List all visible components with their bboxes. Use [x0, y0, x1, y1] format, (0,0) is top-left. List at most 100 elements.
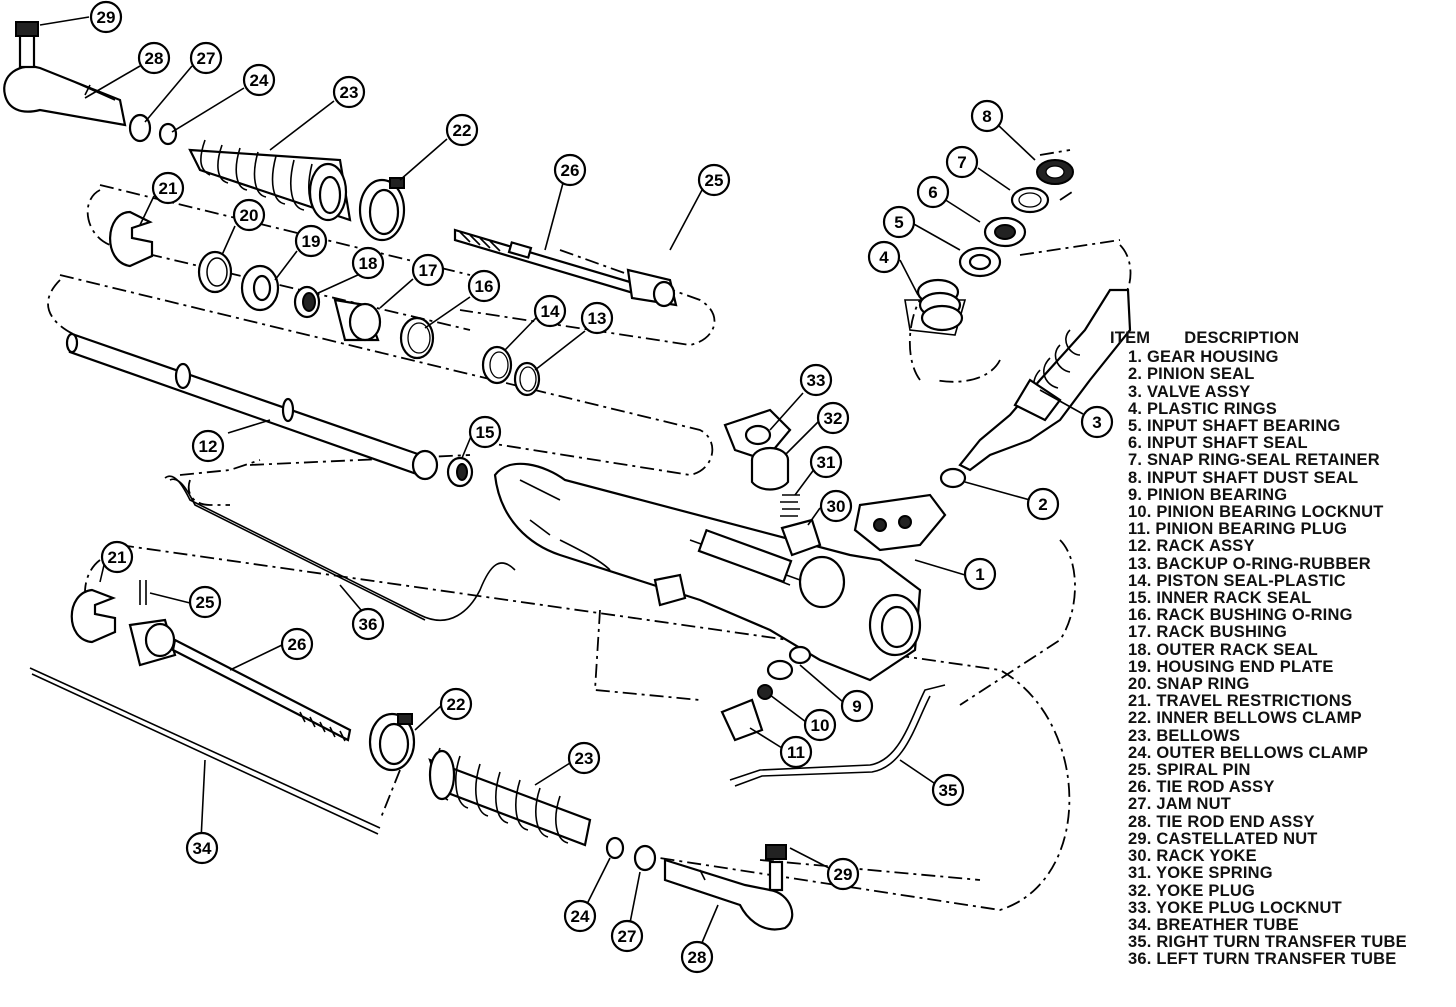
callout-18: 18	[351, 246, 385, 280]
callout-number: 23	[340, 83, 359, 102]
legend-item: 35. RIGHT TURN TRANSFER TUBE	[1128, 933, 1407, 952]
callout-number: 8	[982, 107, 991, 126]
callout-26: 26	[280, 627, 314, 661]
callout-number: 14	[541, 302, 560, 321]
callout-number: 24	[250, 71, 269, 90]
legend-item: 29. CASTELLATED NUT	[1128, 829, 1318, 848]
callout-circle	[351, 607, 385, 641]
callout-number: 31	[817, 453, 836, 472]
jam-nut-upper	[128, 113, 178, 146]
callout-number: 2	[1038, 495, 1047, 514]
callout-number: 25	[196, 593, 215, 612]
callout-number: 21	[108, 548, 127, 567]
callout-circle	[697, 163, 731, 197]
callout-2: 2	[1026, 487, 1060, 521]
callout-number: 35	[939, 781, 958, 800]
valve-assy	[958, 288, 1132, 472]
legend-header: ITEM DESCRIPTION	[1110, 329, 1450, 347]
snap-ring-seal-retainer	[1010, 186, 1050, 214]
callout-10: 10	[803, 708, 837, 742]
callout-24: 24	[563, 899, 597, 933]
callout-circle	[963, 557, 997, 591]
callout-circle	[242, 63, 276, 97]
spiral-pin-lower	[139, 580, 147, 605]
callout-14: 14	[533, 294, 567, 328]
callout-number: 26	[561, 161, 580, 180]
callout-35: 35	[931, 773, 965, 807]
callout-number: 10	[811, 716, 830, 735]
rack-bushing-o-ring	[399, 316, 435, 360]
callout-circle	[809, 445, 843, 479]
callout-number: 33	[807, 371, 826, 390]
legend-item: 10. PINION BEARING LOCKNUT	[1128, 503, 1384, 522]
bellows-upper	[188, 139, 352, 222]
callout-circle	[232, 198, 266, 232]
callout-circle	[188, 585, 222, 619]
callout-circle	[445, 113, 479, 147]
rack-bushing	[333, 298, 382, 342]
leader-lines	[39, 16, 1084, 946]
callout-number: 22	[453, 121, 472, 140]
legend-item: 16. RACK BUSHING O-RING	[1128, 606, 1353, 625]
legend-item: 32. YOKE PLUG	[1128, 881, 1256, 900]
callout-29: 29	[89, 0, 123, 34]
gear-housing	[493, 462, 947, 682]
callout-number: 15	[476, 423, 495, 442]
callout-22: 22	[445, 113, 479, 147]
callout-circle	[826, 857, 860, 891]
callout-23: 23	[567, 741, 601, 775]
snap-ring-upper	[197, 250, 233, 294]
callout-circle	[185, 831, 219, 865]
callout-8: 8	[970, 99, 1004, 133]
callout-9: 9	[840, 689, 874, 723]
outer-rack-seal	[293, 285, 321, 319]
callout-12: 12	[191, 429, 225, 463]
callout-36: 36	[351, 607, 385, 641]
jam-nut-lower	[633, 844, 657, 872]
callout-32: 32	[816, 401, 850, 435]
callout-circle	[468, 415, 502, 449]
callout-19: 19	[294, 224, 328, 258]
legend-item: 25. SPIRAL PIN	[1128, 761, 1251, 780]
callout-25: 25	[188, 585, 222, 619]
callout-circle	[467, 269, 501, 303]
callout-33: 33	[799, 363, 833, 397]
input-shaft-bearing	[958, 246, 1002, 278]
rack-assy	[65, 332, 439, 481]
callout-7: 7	[945, 145, 979, 179]
callout-circle	[332, 75, 366, 109]
legend-item: 3. VALVE ASSY	[1128, 382, 1251, 401]
legend-item: 19. HOUSING END PLATE	[1128, 657, 1334, 676]
callout-circle	[533, 294, 567, 328]
callout-circle	[1080, 405, 1114, 439]
callout-28: 28	[137, 41, 171, 75]
callout-3: 3	[1080, 405, 1114, 439]
callout-circle	[439, 687, 473, 721]
callout-number: 5	[894, 213, 903, 232]
callout-circle	[970, 99, 1004, 133]
callout-11: 11	[779, 735, 813, 769]
callout-circle	[280, 627, 314, 661]
callout-21: 21	[151, 171, 185, 205]
housing-end-plate	[240, 264, 280, 312]
callout-29: 29	[826, 857, 860, 891]
callout-circle	[803, 708, 837, 742]
callout-27: 27	[610, 919, 644, 953]
callout-circle	[567, 741, 601, 775]
callout-26: 26	[553, 153, 587, 187]
callout-24: 24	[242, 63, 276, 97]
callout-circle	[137, 41, 171, 75]
callout-number: 32	[824, 409, 843, 428]
callout-number: 18	[359, 254, 378, 273]
callout-5: 5	[882, 205, 916, 239]
callout-number: 29	[97, 8, 116, 27]
callout-23: 23	[332, 75, 366, 109]
callout-28: 28	[680, 940, 714, 974]
callout-number: 26	[288, 635, 307, 654]
alignment-lines	[47, 149, 1132, 911]
callout-circle	[553, 153, 587, 187]
legend-item: 27. JAM NUT	[1128, 795, 1232, 814]
callout-circle	[563, 899, 597, 933]
